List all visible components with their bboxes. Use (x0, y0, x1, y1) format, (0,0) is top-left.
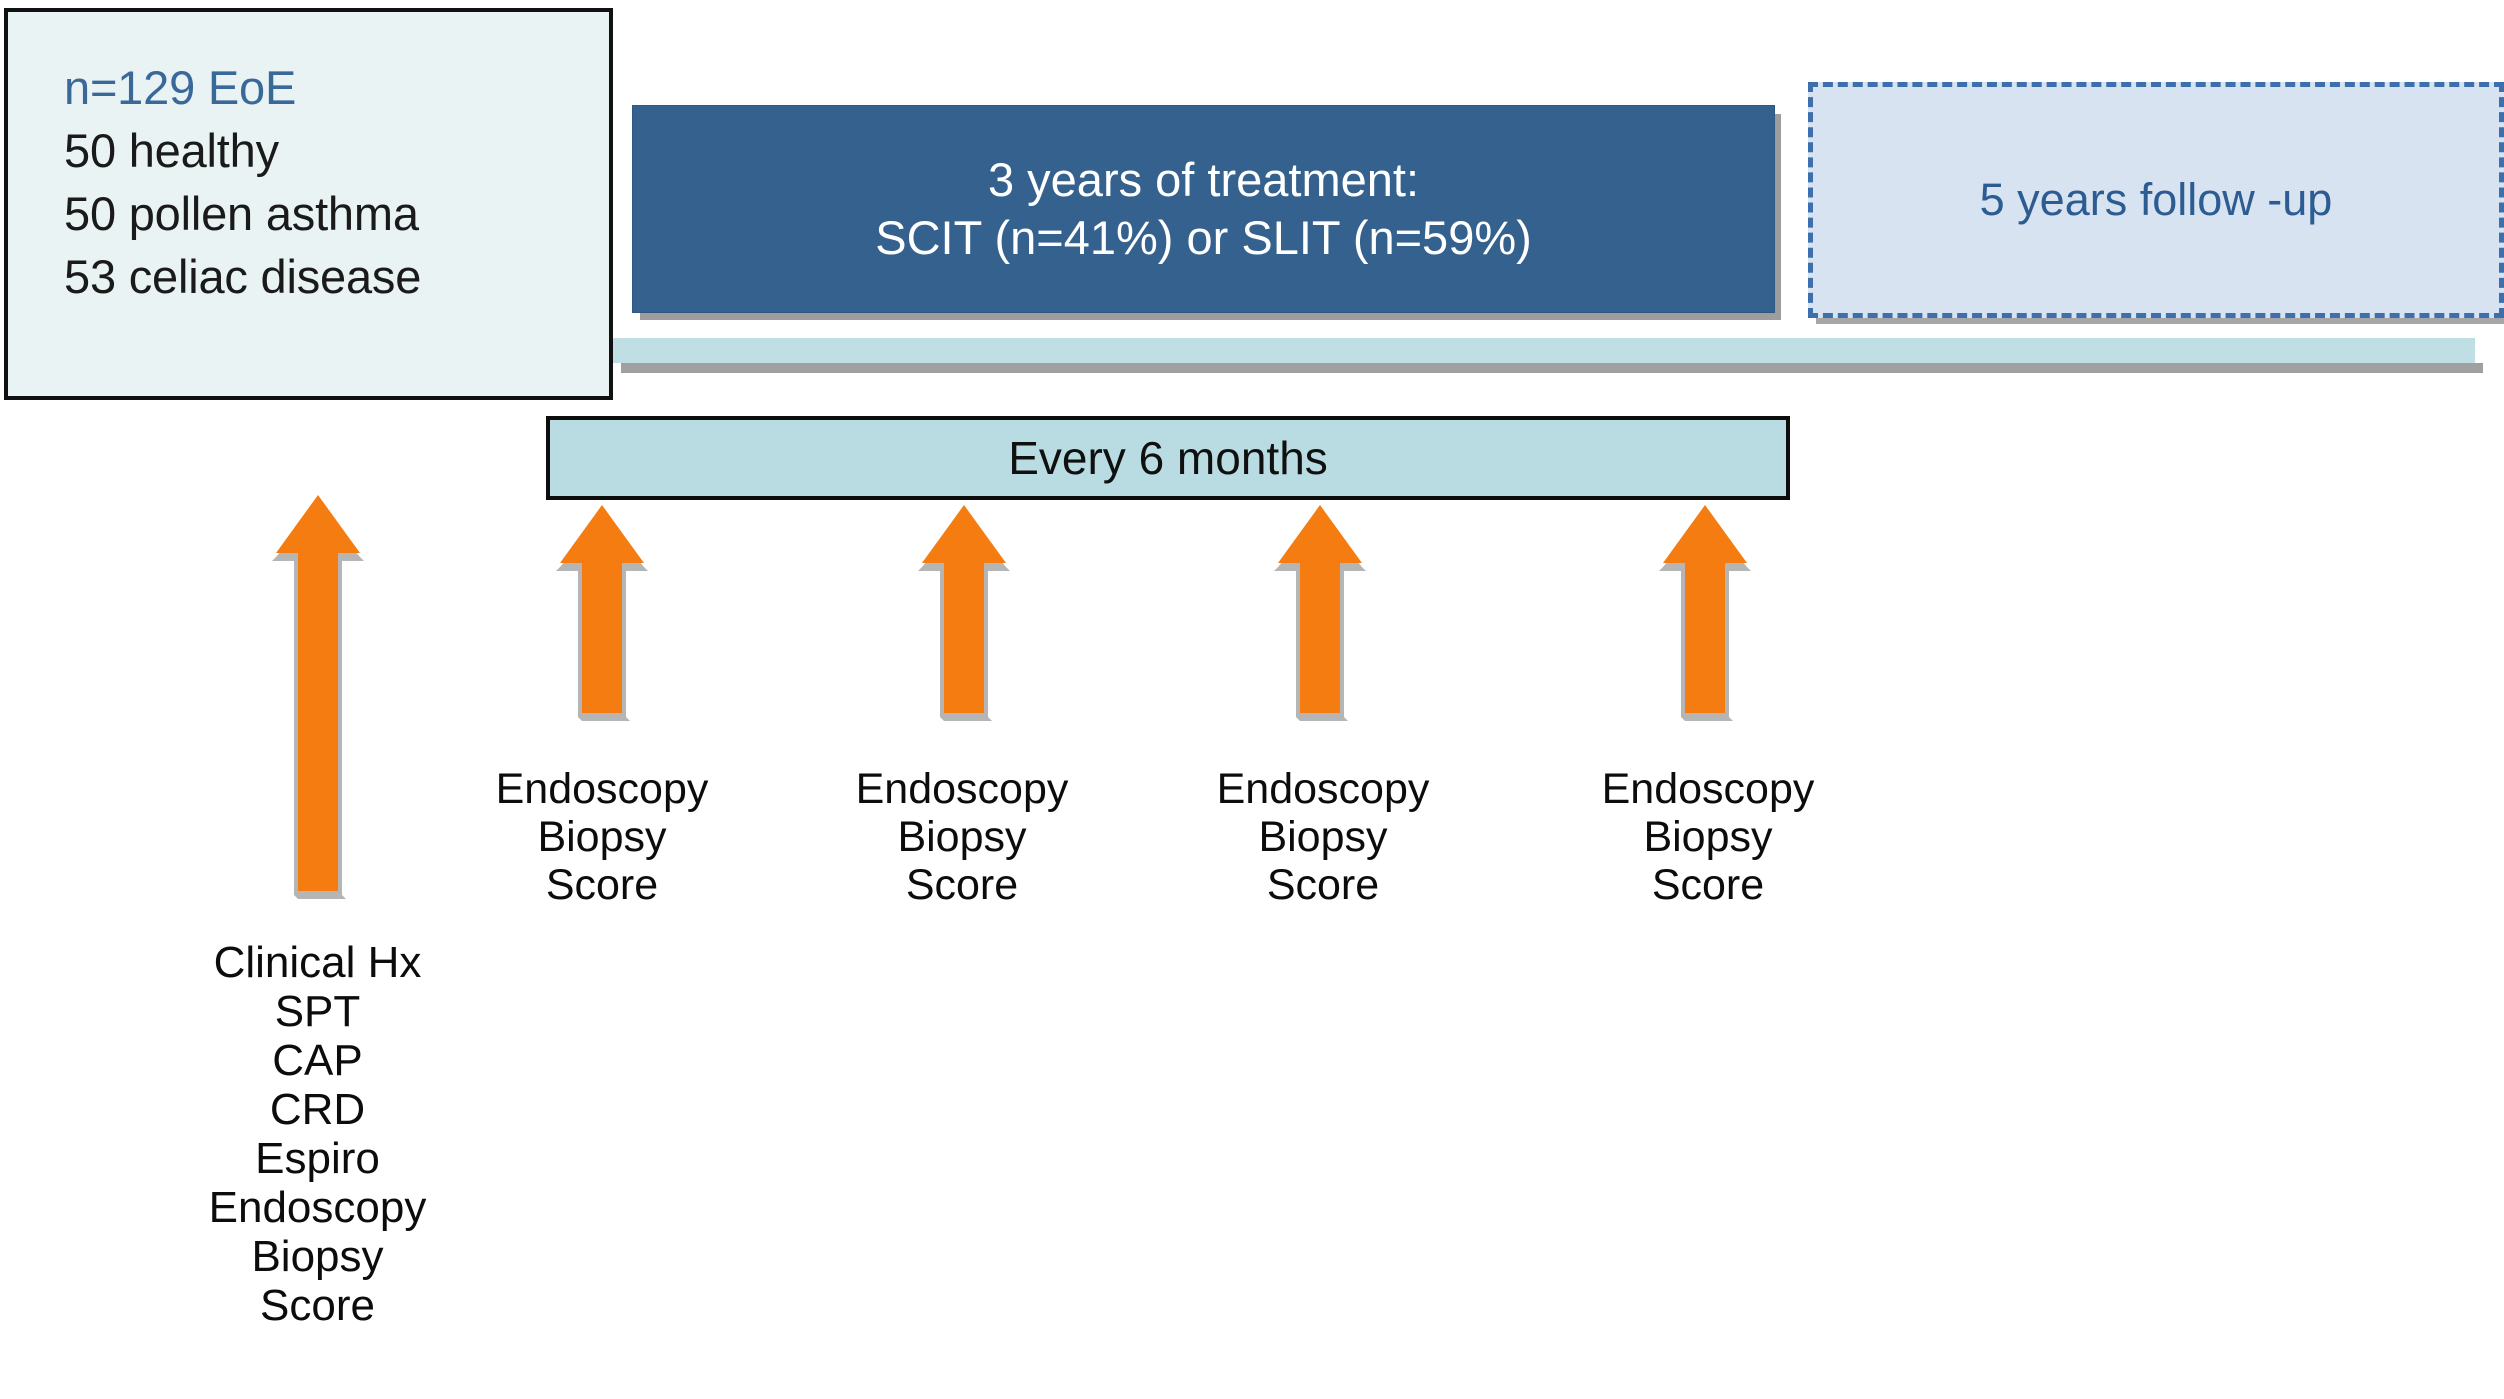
followup-label: 5 years follow -up (1979, 174, 2333, 225)
visit-1-arrow (556, 503, 648, 725)
baseline-label-crd: CRD (269, 1085, 366, 1134)
visit-4-arrow (1659, 503, 1751, 725)
interval-bar: Every 6 months (546, 416, 1790, 500)
visit-3-label-score: Score (1266, 861, 1380, 909)
visit-1-label-endoscopy: Endoscopy (495, 765, 709, 813)
cohort-line-healthy: 50 healthy (64, 124, 279, 177)
treatment-modality-label: SCIT (n=41%) or SLIT (n=59%) (875, 211, 1532, 264)
baseline-label-biopsy: Biopsy (251, 1232, 384, 1281)
visit-2-arrow (918, 503, 1010, 725)
visit-2-label-endoscopy: Endoscopy (855, 765, 1069, 813)
baseline-label-cap: CAP (272, 1036, 363, 1085)
visit-4-assessment-labels: Endoscopy Biopsy Score (1568, 765, 1848, 909)
visit-3-arrow (1274, 503, 1366, 725)
visit-4-label-score: Score (1651, 861, 1765, 909)
cohort-line-list: n=129 EoE 50 healthy 50 pollen asthma 53… (64, 56, 599, 308)
cohort-line-eoe: n=129 EoE (64, 61, 297, 114)
treatment-duration-label: 3 years of treatment: (987, 153, 1420, 206)
baseline-label-espiro: Espiro (255, 1134, 380, 1183)
baseline-label-score: Score (260, 1281, 375, 1330)
baseline-assessment-labels: Clinical Hx SPT CAP CRD Espiro Endoscopy… (125, 938, 510, 1330)
visit-2-label-score: Score (905, 861, 1019, 909)
visit-3-assessment-labels: Endoscopy Biopsy Score (1183, 765, 1463, 909)
baseline-arrow (272, 493, 364, 903)
cohort-line-celiac-disease: 53 celiac disease (64, 250, 422, 303)
visit-1-label-score: Score (545, 861, 659, 909)
visit-1-label-biopsy: Biopsy (537, 813, 667, 861)
visit-4-label-biopsy: Biopsy (1643, 813, 1773, 861)
visit-4-label-endoscopy: Endoscopy (1601, 765, 1815, 813)
cohort-line-pollen-asthma: 50 pollen asthma (64, 187, 419, 240)
baseline-label-spt: SPT (274, 987, 361, 1036)
visit-3-label-biopsy: Biopsy (1258, 813, 1388, 861)
followup-box: 5 years follow -up (1808, 82, 2504, 318)
visit-2-label-biopsy: Biopsy (897, 813, 1027, 861)
interval-label: Every 6 months (1008, 432, 1328, 484)
visit-1-assessment-labels: Endoscopy Biopsy Score (462, 765, 742, 909)
baseline-label-endoscopy: Endoscopy (208, 1183, 427, 1232)
timeline-band-shadow (621, 363, 2483, 373)
cohort-box: n=129 EoE 50 healthy 50 pollen asthma 53… (4, 8, 613, 400)
treatment-box: 3 years of treatment: SCIT (n=41%) or SL… (632, 105, 1775, 313)
visit-2-assessment-labels: Endoscopy Biopsy Score (822, 765, 1102, 909)
baseline-label-clinical-hx: Clinical Hx (213, 938, 422, 987)
timeline-band (613, 338, 2475, 363)
visit-3-label-endoscopy: Endoscopy (1216, 765, 1430, 813)
